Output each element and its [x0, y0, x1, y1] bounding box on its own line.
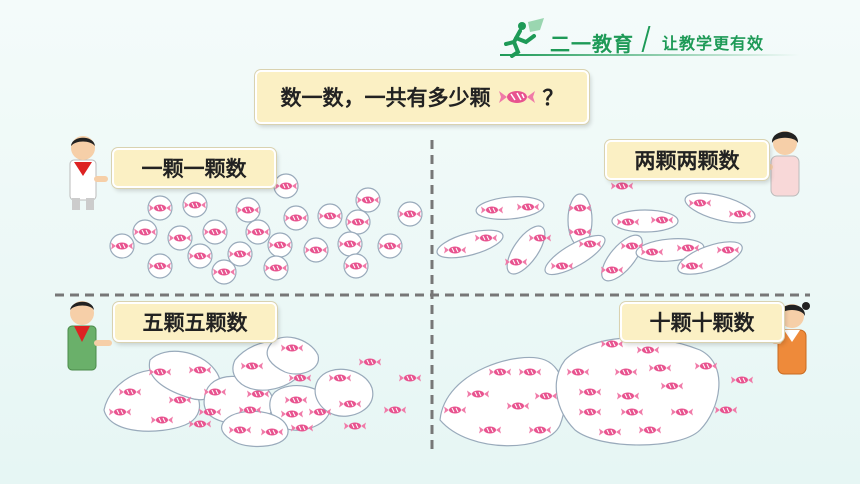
question-text: 数一数，一共有多少颗 [280, 86, 491, 110]
quadrant-five-by-five [103, 336, 374, 448]
brand-header: 二一教育 让教学更有效 [500, 18, 800, 58]
boy-figure-bottom-left [67, 301, 112, 371]
girl-figure-top-right [757, 131, 800, 197]
quadrant-ten-by-ten [439, 337, 720, 447]
brand-slogan: 让教学更有效 [662, 34, 765, 53]
boy-figure-top-left [69, 136, 108, 210]
question-title: 数一数，一共有多少颗 ？ [255, 70, 589, 124]
label-one-by-one: 一颗一颗数 [112, 148, 276, 188]
candy-icon [498, 91, 535, 103]
brand-underline [500, 54, 800, 56]
label-five-by-five: 五颗五颗数 [113, 302, 277, 342]
label-ten-by-ten: 十颗十颗数 [620, 302, 784, 342]
label-two-by-two: 两颗两颗数 [605, 140, 769, 180]
brand-name: 二一教育 [550, 32, 634, 56]
question-mark: ？ [542, 86, 564, 110]
